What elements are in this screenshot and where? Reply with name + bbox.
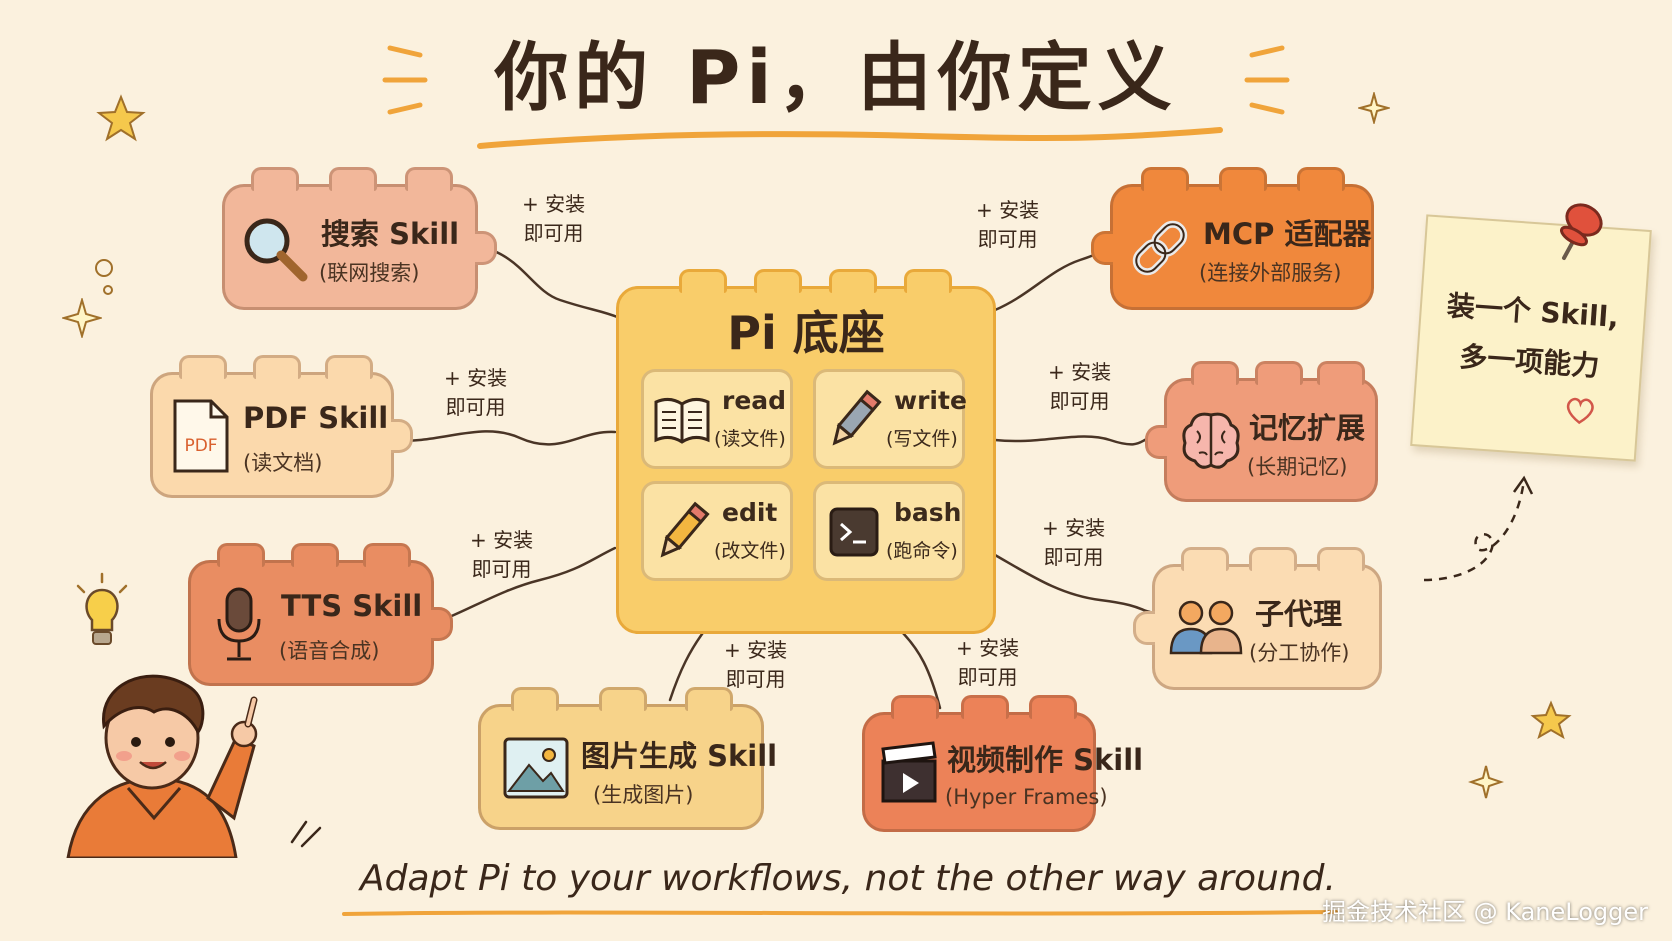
pdf-file-icon: PDF: [173, 399, 229, 473]
skill-block-video: 视频制作 Skill (Hyper Frames): [862, 695, 1143, 832]
skill-block-image: 图片生成 Skill (生成图片): [478, 687, 777, 830]
microphone-icon: [217, 587, 261, 661]
install-tag: + 安装即可用: [976, 198, 1040, 251]
skill-name: 子代理: [1255, 597, 1343, 631]
skill-name: 搜索 Skill: [321, 217, 460, 251]
skill-name: 视频制作 Skill: [947, 743, 1144, 777]
clapperboard-icon: [881, 741, 937, 803]
title-underline: [477, 127, 1223, 149]
sparkle-icon: [62, 298, 102, 338]
install-tag: + 安装即可用: [1042, 516, 1106, 569]
skill-desc: (长期记忆): [1247, 455, 1348, 479]
install-tag: + 安装即可用: [1048, 360, 1112, 413]
chain-link-icon: [1132, 220, 1188, 276]
tool-name: read: [722, 386, 787, 415]
terminal-icon: [829, 507, 879, 557]
install-tag: + 安装即可用: [522, 192, 586, 245]
skill-desc: (语音合成): [279, 639, 380, 663]
kid-character: [66, 674, 258, 858]
tool-edit: edit (改文件): [641, 481, 793, 581]
skill-desc: (Hyper Frames): [945, 785, 1108, 809]
people-icon: [1169, 600, 1243, 655]
skill-desc: (连接外部服务): [1199, 261, 1342, 285]
tool-name: bash: [894, 498, 962, 527]
tagline: Adapt Pi to your workflows, not the othe…: [360, 858, 1336, 899]
tool-read: read (读文件): [641, 369, 793, 469]
skill-block-memory: 记忆扩展 (长期记忆): [1145, 361, 1378, 502]
install-tag: + 安装即可用: [724, 638, 788, 691]
tool-bash: bash (跑命令): [813, 481, 965, 581]
watermark: 掘金技术社区 @ KaneLogger: [1322, 898, 1648, 926]
skill-desc: (联网搜索): [319, 261, 420, 285]
dashed-arrow: [1423, 475, 1534, 582]
pencil-icon: [832, 389, 882, 446]
sticky-note: 装一个 Skill, 多一项能力: [1410, 214, 1652, 462]
skill-block-tts: TTS Skill (语音合成): [188, 543, 453, 686]
pi-core-title: Pi 底座: [727, 306, 885, 360]
tool-desc: (改文件): [714, 540, 786, 562]
lightbulb-icon: [76, 572, 128, 645]
note-line: 多一项能力: [1458, 340, 1601, 383]
tool-desc: (写文件): [886, 428, 958, 450]
skill-block-search: 搜索 Skill (联网搜索): [222, 167, 497, 310]
tool-name: write: [894, 386, 967, 415]
skill-block-mcp: MCP 适配器 (连接外部服务): [1091, 167, 1374, 310]
magnifier-icon: [244, 218, 308, 282]
install-tag: + 安装即可用: [470, 528, 534, 581]
sparkle-icon: [1468, 765, 1504, 799]
book-icon: [654, 397, 710, 444]
skill-name: TTS Skill: [281, 589, 423, 623]
skill-desc: (生成图片): [593, 783, 694, 807]
pushpin-icon: [1560, 203, 1603, 260]
tool-write: write (写文件): [813, 369, 967, 469]
pencil-icon: [660, 501, 710, 558]
spark-right-icon: [1244, 45, 1290, 115]
skill-name: MCP 适配器: [1203, 217, 1372, 251]
skill-block-pdf: PDF PDF Skill (读文档): [150, 355, 413, 498]
tool-desc: (跑命令): [886, 540, 958, 562]
spark-left-icon: [382, 45, 428, 115]
tagline-underline: [342, 910, 1338, 916]
bubble-dots-icon: [95, 259, 113, 295]
skill-name: 图片生成 Skill: [581, 739, 778, 773]
motion-lines-icon: [290, 820, 322, 848]
page-title: 你的 Pi，由你定义: [494, 35, 1178, 121]
star-icon: [1530, 700, 1572, 740]
heart-icon: [1566, 397, 1594, 425]
star-icon: [96, 94, 146, 142]
skill-name: PDF Skill: [243, 401, 389, 435]
tool-name: edit: [722, 498, 778, 527]
skill-block-subagent: 子代理 (分工协作): [1133, 547, 1382, 690]
install-tag: + 安装即可用: [444, 366, 508, 419]
install-tag: + 安装即可用: [956, 636, 1020, 689]
skill-name: 记忆扩展: [1249, 411, 1366, 445]
tool-desc: (读文件): [714, 428, 786, 450]
image-icon: [503, 737, 569, 799]
brain-icon: [1182, 412, 1240, 469]
sparkle-icon: [1358, 92, 1390, 124]
skill-desc: (分工协作): [1249, 641, 1350, 665]
pi-core-block: Pi 底座 read (读文件) write (写文件): [616, 269, 996, 634]
skill-desc: (读文档): [243, 451, 323, 475]
note-line: 装一个 Skill,: [1445, 289, 1620, 335]
pdf-icon-label: PDF: [184, 436, 217, 456]
